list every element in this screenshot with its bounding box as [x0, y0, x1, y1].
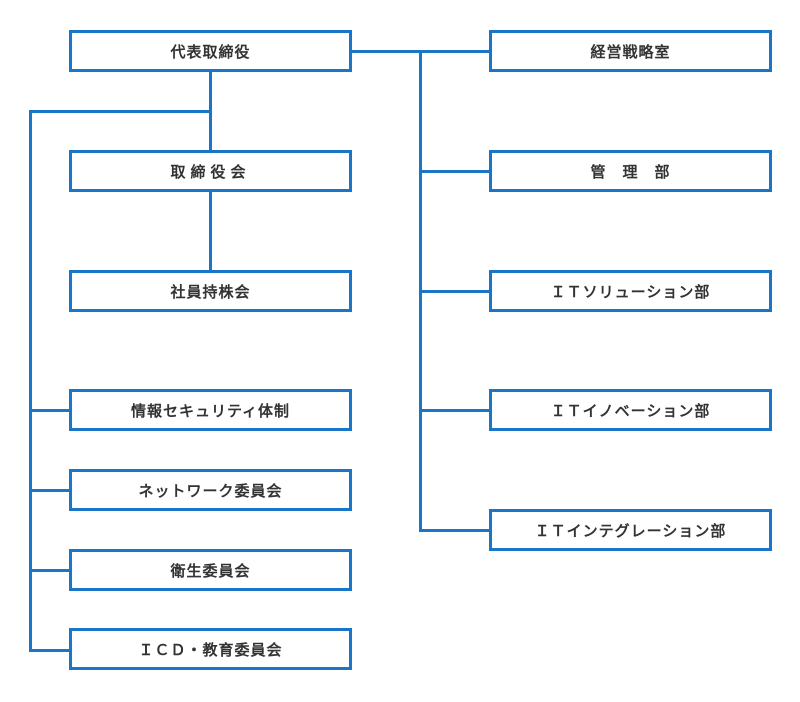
node-shareholders-label: 社員持株会 [170, 282, 251, 301]
node-management-dept: 管 理 部 [489, 150, 772, 192]
node-shareholders: 社員持株会 [69, 270, 352, 312]
node-infosec: 情報セキュリティ体制 [69, 389, 352, 431]
node-infosec-label: 情報セキュリティ体制 [130, 401, 291, 420]
node-icd-committee: ＩＣＤ・教育委員会 [69, 628, 352, 670]
node-ceo: 代表取締役 [69, 30, 352, 72]
node-hygiene-committee: 衛生委員会 [69, 549, 352, 591]
node-network-committee: ネットワーク委員会 [69, 469, 352, 511]
node-it-solution-dept-label: ＩＴソリューション部 [550, 282, 711, 301]
node-ceo-label: 代表取締役 [170, 42, 251, 61]
node-it-innovation-dept: ＩＴイノベーション部 [489, 389, 772, 431]
node-it-innovation-dept-label: ＩＴイノベーション部 [550, 401, 711, 420]
node-network-committee-label: ネットワーク委員会 [138, 481, 283, 500]
node-board-label: 取締役会 [170, 162, 251, 181]
node-management-dept-label: 管 理 部 [590, 162, 671, 181]
node-it-integration-dept: ＩＴインテグレーション部 [489, 509, 772, 551]
node-strategy-office: 経営戦略室 [489, 30, 772, 72]
node-it-solution-dept: ＩＴソリューション部 [489, 270, 772, 312]
node-strategy-office-label: 経営戦略室 [590, 42, 671, 61]
node-board: 取締役会 [69, 150, 352, 192]
node-it-integration-dept-label: ＩＴインテグレーション部 [534, 521, 727, 540]
node-icd-committee-label: ＩＣＤ・教育委員会 [138, 640, 283, 659]
node-hygiene-committee-label: 衛生委員会 [170, 561, 251, 580]
